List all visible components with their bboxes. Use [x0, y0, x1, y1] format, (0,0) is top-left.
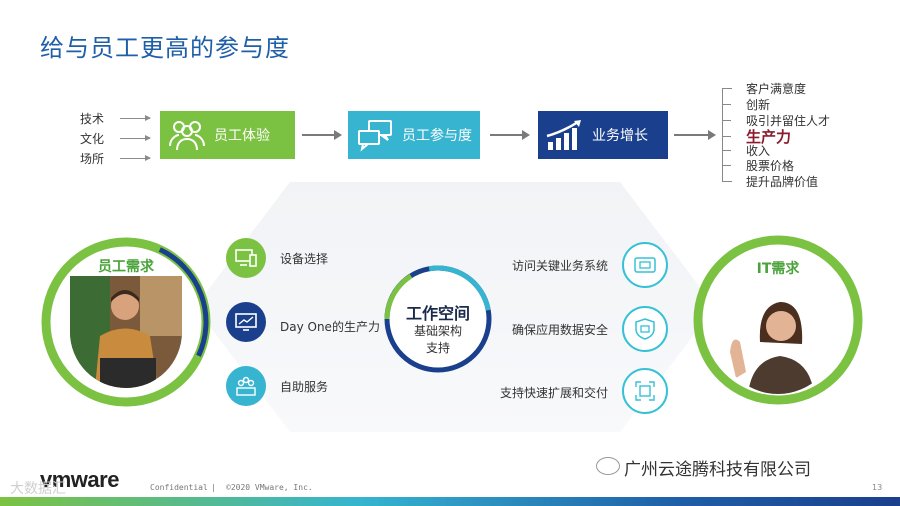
devices-icon	[226, 238, 266, 278]
arrow-right-icon	[302, 134, 340, 136]
arrow-right-icon	[490, 134, 528, 136]
watermark-company: 广州云途腾科技有限公司	[624, 455, 811, 480]
shield-icon	[622, 306, 668, 352]
footer-copyright: ©2020 VMware, Inc.	[226, 483, 313, 492]
workspace-line2: 支持	[381, 339, 495, 356]
bracket-tick	[722, 165, 731, 166]
wechat-icon	[596, 457, 620, 475]
right-item-access: 访问关键业务系统	[512, 257, 608, 274]
input-place: 场所	[80, 150, 104, 167]
bracket-tick	[722, 136, 731, 137]
outcome-item: 吸引并留住人才	[746, 113, 830, 129]
arrow-right-icon	[120, 158, 150, 159]
right-item-scale: 支持快速扩展和交付	[500, 384, 608, 401]
left-item-day-one: Day One的生产力	[280, 318, 380, 335]
page-number: 13	[872, 483, 882, 492]
app-access-icon	[622, 242, 668, 288]
input-tech: 技术	[80, 110, 104, 127]
flow-box-label: 员工参与度	[402, 125, 472, 145]
monitor-chart-icon	[226, 302, 266, 342]
flow-box-label: 业务增长	[592, 125, 648, 145]
right-item-security: 确保应用数据安全	[512, 321, 608, 338]
arrow-right-icon	[120, 118, 150, 119]
employee-needs-label: 员工需求	[84, 256, 168, 276]
outcome-item: 股票价格	[746, 158, 794, 174]
flow-box-employee-engagement: 员工参与度	[348, 111, 480, 159]
flow-box-employee-experience: 员工体验	[160, 111, 295, 159]
bracket-tick	[722, 104, 731, 105]
bracket-tick	[722, 150, 731, 151]
arrow-right-icon	[674, 134, 714, 136]
footer-confidential: Confidential	[150, 483, 208, 492]
self-service-icon	[226, 366, 266, 406]
expand-icon	[622, 368, 668, 414]
corner-watermark: 大数据汇	[10, 478, 66, 498]
left-item-device-choice: 设备选择	[280, 250, 328, 267]
bracket-tick	[722, 120, 731, 121]
outcome-item: 收入	[746, 143, 770, 159]
people-icon	[160, 111, 214, 159]
footer-gradient-bar	[0, 497, 900, 506]
growth-chart-icon	[538, 111, 592, 159]
chat-bubbles-icon	[348, 111, 402, 159]
footer-separator: |	[212, 483, 215, 492]
flow-box-business-growth: 业务增长	[538, 111, 668, 159]
it-needs-label: IT需求	[738, 258, 818, 278]
input-culture: 文化	[80, 130, 104, 147]
outcome-item: 创新	[746, 97, 770, 113]
workspace-title: 工作空间	[381, 300, 495, 324]
arrow-right-icon	[120, 138, 150, 139]
employee-photo	[70, 276, 182, 388]
left-item-self-service: 自助服务	[280, 378, 328, 395]
bracket	[722, 88, 732, 182]
outcome-item: 客户满意度	[746, 81, 806, 97]
page-title: 给与员工更高的参与度	[40, 28, 290, 63]
workspace-line1: 基础架构	[381, 322, 495, 339]
outcome-item: 提升品牌价值	[746, 174, 818, 190]
flow-box-label: 员工体验	[214, 125, 270, 145]
